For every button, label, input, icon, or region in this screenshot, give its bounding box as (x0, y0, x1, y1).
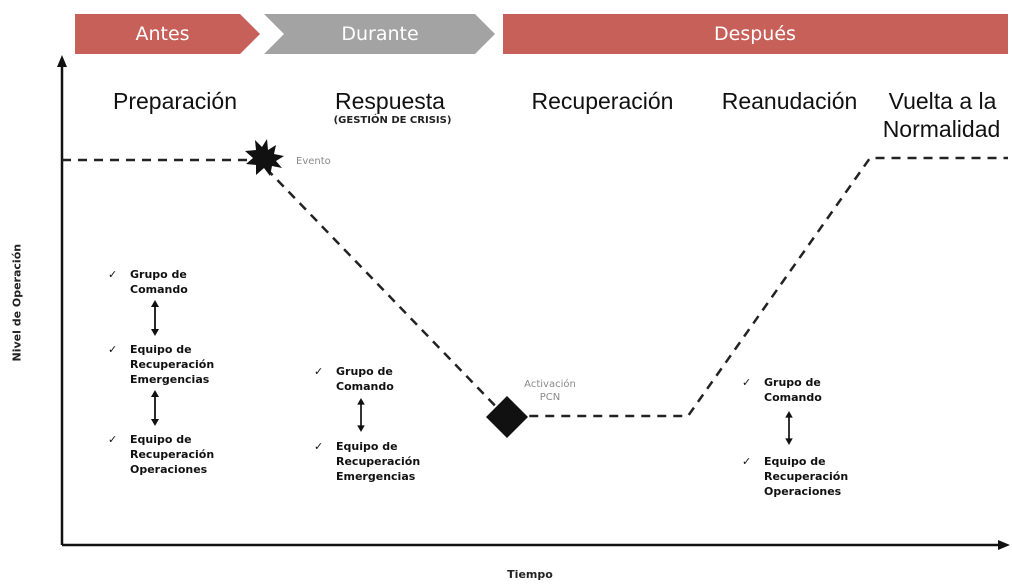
team-item-line: Equipo de (764, 455, 826, 468)
team-item-line: Comando (130, 283, 188, 296)
x-axis-label: Tiempo (507, 568, 553, 581)
list-item: ✓ Equipo de Recuperación Operaciones (108, 432, 214, 477)
team-item-line: Recuperación (336, 455, 421, 468)
stage-arrow-antes (75, 14, 260, 54)
stage-arrow-durante (264, 14, 495, 54)
team-item-line: Emergencias (336, 470, 416, 483)
team-item-line: Emergencias (130, 373, 210, 386)
phase-respuesta-subtitle: (GESTIÓN DE CRISIS) (333, 115, 452, 126)
phase-recuperacion: Recuperación (531, 88, 674, 114)
stage-label-antes: Antes (135, 23, 190, 45)
event-burst-icon (245, 139, 284, 176)
list-item: ✓ Grupo de Comando (314, 364, 420, 394)
team-item-line: Equipo de (130, 343, 192, 356)
team-item-line: Comando (336, 380, 394, 393)
team-item-line: Operaciones (130, 463, 208, 476)
team-item-line: Equipo de (130, 433, 192, 446)
phase-preparacion: Preparación (112, 88, 238, 114)
team-item-line: Recuperación (130, 358, 215, 371)
team-list-respuesta: ✓ Grupo de Comando ✓ Equipo de Recuperac… (314, 364, 420, 484)
stage-label-durante: Durante (341, 23, 419, 45)
team-item-line: Operaciones (764, 485, 842, 498)
stage-label-despues: Después (714, 23, 796, 45)
team-item-line: Grupo de (130, 268, 187, 281)
list-item: ✓ Equipo de Recuperación Emergencias (314, 439, 420, 484)
double-arrow-icon (357, 398, 365, 432)
check-icon: ✓ (108, 433, 118, 446)
activation-label-line1: Activación (524, 379, 576, 390)
double-arrow-icon (151, 300, 159, 336)
team-item-line: Recuperación (130, 448, 215, 461)
double-arrow-icon (151, 390, 159, 426)
check-icon: ✓ (742, 455, 752, 468)
check-icon: ✓ (314, 440, 324, 453)
stage-arrow-despues (503, 14, 1008, 54)
check-icon: ✓ (108, 268, 118, 281)
phase-normalidad-line1: Vuelta a la (888, 88, 997, 114)
phase-reanudacion: Reanudación (721, 88, 858, 114)
activation-label-line2: PCN (539, 392, 561, 403)
activation-diamond-icon (486, 396, 528, 438)
double-arrow-icon (785, 411, 793, 445)
check-icon: ✓ (108, 343, 118, 356)
list-item: ✓ Grupo de Comando (108, 267, 214, 297)
check-icon: ✓ (742, 376, 752, 389)
team-item-line: Equipo de (336, 440, 398, 453)
team-item-line: Grupo de (764, 376, 821, 389)
event-label: Evento (296, 156, 331, 167)
check-icon: ✓ (314, 365, 324, 378)
list-item: ✓ Equipo de Recuperación Operaciones (742, 454, 848, 499)
phase-respuesta: Respuesta (335, 88, 445, 114)
team-item-line: Grupo de (336, 365, 393, 378)
list-item: ✓ Grupo de Comando (742, 375, 848, 405)
y-axis-arrowhead (57, 55, 67, 67)
operation-level-curve (62, 156, 1008, 418)
team-item-line: Comando (764, 391, 822, 404)
x-axis-arrowhead (998, 540, 1010, 550)
team-item-line: Recuperación (764, 470, 849, 483)
y-axis-label: Nivel de Operación (10, 243, 24, 362)
phase-normalidad-line2: Normalidad (882, 116, 1001, 142)
list-item: ✓ Equipo de Recuperación Emergencias (108, 342, 214, 387)
team-list-reanudacion: ✓ Grupo de Comando ✓ Equipo de Recuperac… (742, 375, 848, 499)
team-list-preparacion: ✓ Grupo de Comando ✓ Equipo de Recuperac… (108, 267, 214, 477)
